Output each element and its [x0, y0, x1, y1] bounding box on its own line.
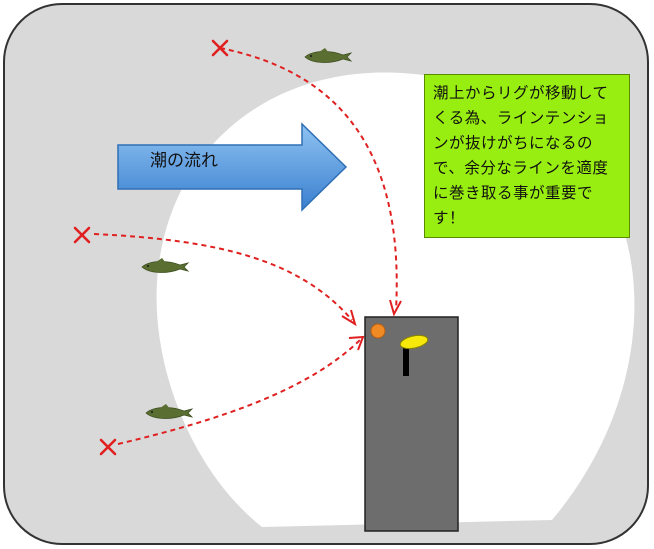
drift-path-bottom: [117, 337, 363, 445]
current-label: 潮の流れ: [150, 151, 218, 171]
drift-path-top-arrowhead: [389, 299, 402, 317]
drift-path-bottom-arrowhead: [348, 335, 365, 351]
drift-path-middle-arrowhead: [341, 309, 357, 327]
current-arrow: [117, 122, 348, 212]
rod: [403, 343, 409, 376]
boat: [364, 316, 459, 532]
drift-path-middle: [93, 233, 353, 321]
drift-path-top: [219, 47, 398, 311]
orange-dot-icon: [370, 323, 386, 339]
instruction-note: 潮上からリグが移動してくる為、ラインテンションが抜けがちになるので、余分なライン…: [424, 74, 630, 238]
yellow-float-icon: [399, 334, 429, 350]
